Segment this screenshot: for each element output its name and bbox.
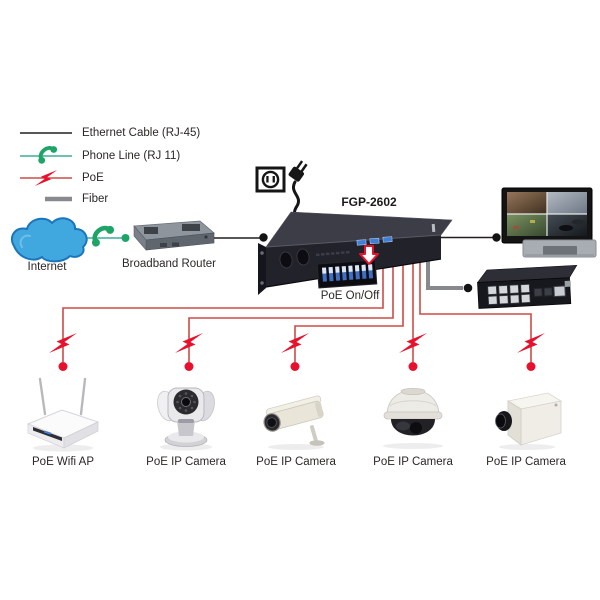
port-strip (316, 251, 350, 256)
antenna (79, 377, 87, 416)
ethernet-dot-left (259, 233, 268, 242)
camera-mount (310, 425, 318, 443)
rackmount-switch-icon (258, 211, 453, 295)
legend-icons (20, 132, 72, 202)
lens (495, 413, 506, 429)
device-label-dome-camera: PoE IP Camera (373, 456, 453, 468)
sfp-slot (543, 287, 553, 297)
uplink-port (553, 285, 566, 298)
phone-endpoint-dot (121, 234, 130, 242)
router-label: Broadband Router (122, 258, 216, 270)
power-plug-icon (288, 160, 308, 220)
antenna (38, 377, 47, 416)
legend-label-ethernet: Ethernet Cable (RJ-45) (82, 127, 201, 139)
poe-endpoint-dots (58, 362, 536, 371)
down-arrow-icon (359, 245, 379, 265)
dip-toggles (322, 264, 374, 282)
device-label-box-camera: PoE IP Camera (486, 456, 566, 468)
poe-connector-1 (62, 250, 384, 362)
surveillance-monitor-icon (501, 187, 593, 244)
sfp-slot (533, 287, 543, 298)
uplink-ports (356, 236, 393, 246)
bullet-camera-icon (263, 395, 325, 450)
device-label-ptz-camera: PoE IP Camera (146, 456, 226, 468)
poe-connectors (62, 250, 532, 362)
power-outlet-icon (255, 166, 286, 193)
poe-bolts (49, 333, 545, 353)
lens (181, 397, 191, 407)
device-label-bullet-camera: PoE IP Camera (256, 456, 336, 468)
switch-model-label: FGP-2602 (341, 195, 397, 209)
poe-connector-5 (419, 250, 532, 362)
ir-leds (176, 392, 196, 412)
device-label-wifi-ap: PoE Wifi AP (32, 456, 94, 468)
8-port-switch-icon (476, 264, 578, 309)
fiber-endpoint-dot (463, 283, 473, 293)
brand-badge (564, 280, 571, 287)
router-vents (144, 224, 200, 247)
fan-grille (279, 251, 293, 269)
legend-label-fiber: Fiber (82, 193, 109, 205)
legend-label-poe: PoE (82, 172, 104, 184)
fan-grille (296, 248, 310, 266)
dome-camera-icon (383, 387, 443, 449)
box-camera-icon (495, 392, 563, 450)
ethernet-dot-right (492, 233, 501, 242)
rj45-ports (487, 283, 531, 305)
legend-label-phone: Phone Line (RJ 11) (82, 150, 181, 162)
internet-label: Internet (27, 261, 67, 273)
phone-handset-connector-icon (88, 222, 116, 248)
fiber-connector (426, 250, 463, 290)
cloud-icon (10, 217, 88, 263)
poe-onoff-label: PoE On/Off (320, 290, 380, 302)
lens (266, 417, 277, 428)
dip-switch-icon (316, 259, 378, 289)
nvr-icon (522, 239, 597, 258)
wifi-ap-icon (26, 377, 100, 452)
router-icon (133, 220, 215, 251)
rack-ear (258, 243, 266, 295)
ptz-camera-icon (157, 387, 215, 451)
phone-handset-icon (33, 140, 61, 168)
